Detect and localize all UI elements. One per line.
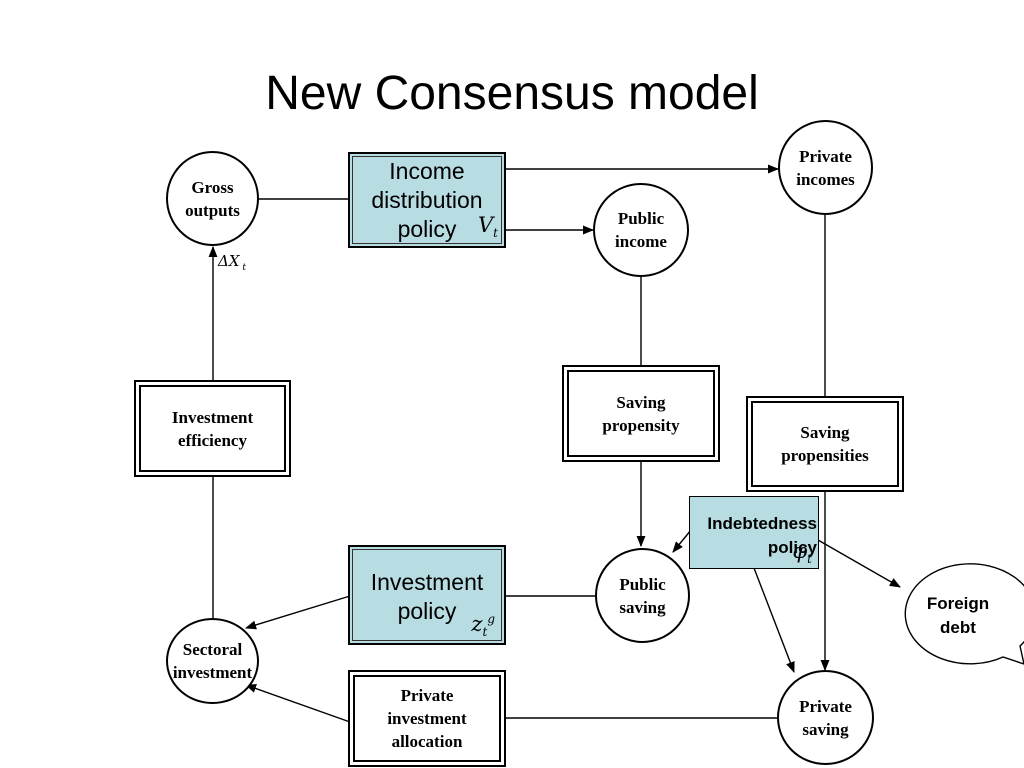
income-distribution-policy-label: Income distribution policy xyxy=(371,158,483,242)
saving-propensity-box: Saving propensity xyxy=(562,365,720,462)
income-distribution-symbol: Vt xyxy=(478,213,498,241)
investment-policy-symbol: ztg xyxy=(471,612,495,640)
public-income-node: Public income xyxy=(593,183,689,277)
sectoral-investment-label: Sectoral investment xyxy=(172,640,253,682)
investment-policy-label: Investment policy xyxy=(370,569,484,624)
private-saving-label: Private saving xyxy=(799,696,852,739)
foreign-debt-label: Foreign debt xyxy=(926,594,990,637)
gross-outputs-node: Gross outputs xyxy=(166,151,259,246)
slide-title: New Consensus model xyxy=(265,67,759,120)
indebtedness-policy-label: Indebtedness policy xyxy=(707,514,817,557)
investment-policy-box: Investment policy ztg xyxy=(348,545,506,645)
saving-propensity-label: Saving propensity xyxy=(602,392,680,435)
arrow-investment-policy-to-sectoral xyxy=(244,595,351,630)
public-income-label: Public income xyxy=(615,209,667,251)
investment-efficiency-box: Investment efficiency xyxy=(134,380,291,477)
gross-outputs-label: Gross outputs xyxy=(185,177,240,220)
saving-propensities-label: Saving propensities xyxy=(781,423,869,465)
indebtedness-policy-box: Indebtedness policy φt xyxy=(689,496,819,569)
private-incomes-node: Private incomes xyxy=(778,120,873,215)
arrow-indebtedness-to-private-saving xyxy=(753,567,795,674)
public-saving-label: Public saving xyxy=(619,574,666,617)
foreign-debt-bubble xyxy=(904,563,1024,665)
public-saving-node: Public saving xyxy=(595,548,690,643)
private-investment-allocation-label: Private investment allocation xyxy=(387,686,467,751)
delta-output-label: ΔX t xyxy=(218,252,246,273)
saving-propensities-box: Saving propensities xyxy=(746,396,904,492)
arrow-indebtedness-to-foreign-debt xyxy=(817,539,901,588)
sectoral-investment-node: Sectoral investment xyxy=(166,618,259,704)
investment-efficiency-label: Investment efficiency xyxy=(171,407,254,450)
arrow-allocation-to-sectoral xyxy=(244,684,351,723)
arrow-indebtedness-to-public-saving xyxy=(672,529,692,553)
private-investment-allocation-box: Private investment allocation xyxy=(348,670,506,767)
indebtedness-policy-symbol: φt xyxy=(792,539,812,567)
private-saving-node: Private saving xyxy=(777,670,874,765)
income-distribution-policy-box: Income distribution policy Vt xyxy=(348,152,506,248)
private-incomes-label: Private incomes xyxy=(796,146,855,189)
